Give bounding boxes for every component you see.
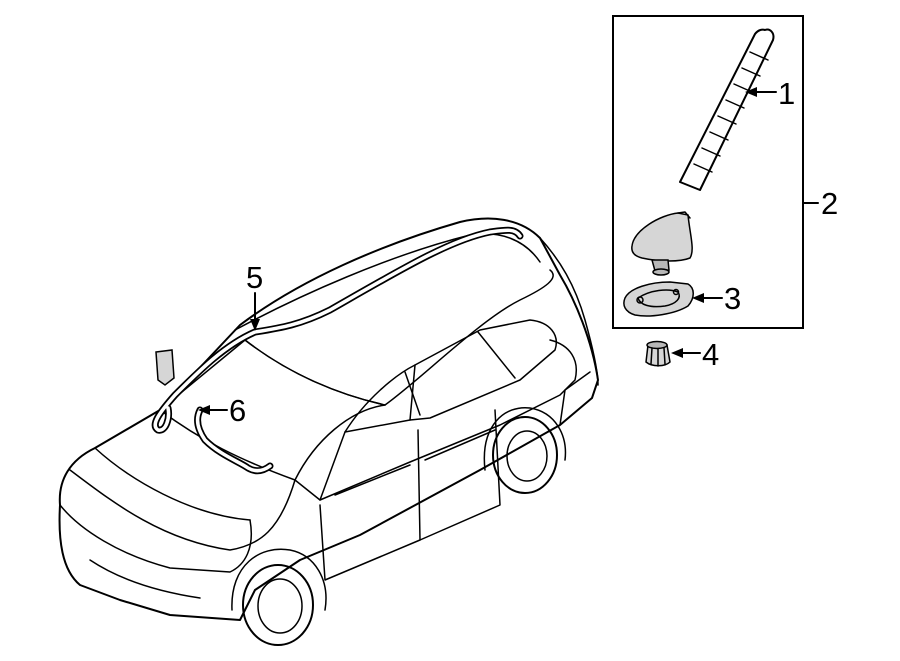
callout-2: 2: [821, 186, 838, 221]
callout-6: 6: [229, 393, 246, 428]
callout-4: 4: [702, 337, 719, 372]
antenna-nut: [645, 340, 671, 367]
antenna-base: [631, 211, 693, 276]
antenna-kit-box: [612, 15, 804, 329]
leader-lines: [198, 87, 819, 415]
callout-3: 3: [724, 281, 741, 316]
antenna-mast: [679, 28, 775, 191]
callout-1: 1: [778, 76, 795, 111]
roof-antenna-cable: [151, 226, 524, 434]
vehicle-outline: [58, 217, 599, 646]
antenna-gasket: [623, 281, 694, 317]
callout-5: 5: [246, 260, 263, 295]
windshield-antenna-cable: [194, 406, 274, 475]
